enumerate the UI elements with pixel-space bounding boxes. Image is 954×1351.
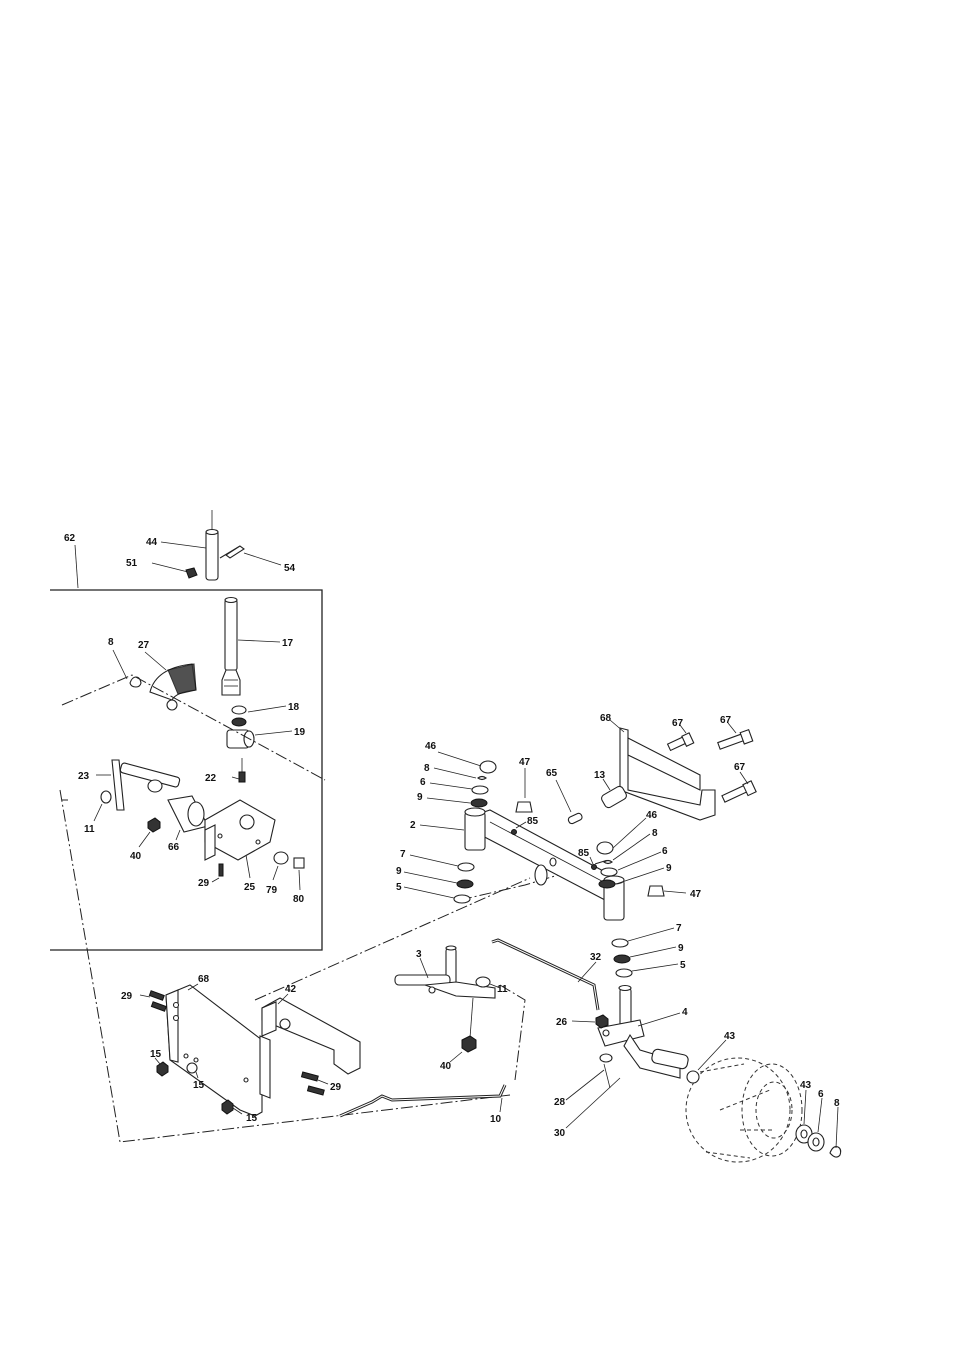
callout-46-right: 46: [646, 810, 658, 821]
callout-44: 44: [146, 537, 158, 548]
callout-80: 80: [293, 894, 305, 905]
callout-43-a: 43: [724, 1031, 736, 1042]
callout-3: 3: [416, 949, 422, 960]
callout-5-left: 5: [396, 882, 402, 893]
callout-67-b: 67: [720, 715, 732, 726]
callout-5-right: 5: [680, 960, 686, 971]
callout-7-right: 7: [676, 923, 682, 934]
callout-67-c: 67: [734, 762, 746, 773]
callout-46-left: 46: [425, 741, 437, 752]
callout-8-wheel: 8: [834, 1098, 840, 1109]
callout-25: 25: [244, 882, 256, 893]
callout-13: 13: [594, 770, 606, 781]
callout-66: 66: [168, 842, 180, 853]
left-king-pin-stack: [427, 752, 496, 807]
callout-29-inset: 29: [198, 878, 210, 889]
callout-43-b: 43: [800, 1080, 812, 1091]
spacer-and-pin: [556, 779, 628, 825]
callout-6-wheel: 6: [818, 1089, 824, 1100]
callout-17: 17: [282, 638, 294, 649]
callout-6-left: 6: [420, 777, 426, 788]
steering-shaft: [222, 598, 280, 696]
callout-27: 27: [138, 640, 150, 651]
callout-54: 54: [284, 563, 296, 574]
callout-9-right2: 9: [678, 943, 684, 954]
callout-11: 11: [497, 984, 508, 995]
bolt-67-c: [722, 772, 756, 802]
callout-10: 10: [490, 1114, 502, 1125]
callout-8-right: 8: [652, 828, 658, 839]
callout-40-inset: 40: [130, 851, 142, 862]
callout-67-a: 67: [672, 718, 684, 729]
callout-28: 28: [554, 1097, 566, 1108]
callout-9-left2: 9: [396, 866, 402, 877]
callout-23: 23: [78, 771, 90, 782]
tie-rod: [340, 1085, 505, 1116]
callout-30: 30: [554, 1128, 566, 1139]
sector-gear: [62, 650, 325, 780]
callout-85-b: 85: [578, 848, 590, 859]
right-washers: [612, 928, 678, 977]
callout-4: 4: [682, 1007, 688, 1018]
bracket-25-assembly: [205, 800, 304, 890]
callout-32: 32: [590, 952, 602, 963]
bolt-67-b: [718, 723, 753, 749]
callout-42: 42: [285, 984, 297, 995]
callout-11-inset: 11: [84, 824, 95, 835]
callout-79: 79: [266, 885, 278, 896]
callout-47-left: 47: [519, 757, 531, 768]
callout-51: 51: [126, 558, 138, 569]
bracket-68-left: [166, 984, 262, 1116]
callout-26: 26: [556, 1017, 568, 1028]
callout-68-right: 68: [600, 713, 612, 724]
callout-2: 2: [410, 820, 416, 831]
callout-85-a: 85: [527, 816, 539, 827]
spindle-right: [598, 986, 689, 1079]
callout-19: 19: [294, 727, 306, 738]
callout-40: 40: [440, 1061, 452, 1072]
left-washers: [404, 855, 474, 903]
fitting-47-right: [648, 886, 686, 896]
callout-62: 62: [64, 533, 76, 544]
fitting-47-left: [516, 768, 532, 812]
callout-29-a: 29: [121, 991, 133, 1002]
callout-18: 18: [288, 702, 300, 713]
callout-47-right: 47: [690, 889, 702, 900]
callout-68-left: 68: [198, 974, 210, 985]
front-wheel: [686, 1058, 802, 1162]
callout-9-right: 9: [666, 863, 672, 874]
callout-8-left: 8: [424, 763, 430, 774]
bracket-42: [260, 994, 360, 1098]
callout-6-right: 6: [662, 846, 668, 857]
callout-22: 22: [205, 773, 217, 784]
callout-8-inset: 8: [108, 637, 114, 648]
callout-15-c: 15: [246, 1113, 258, 1124]
inset-frame: [50, 545, 322, 950]
callout-15-b: 15: [193, 1080, 205, 1091]
callout-9-left: 9: [417, 792, 423, 803]
callout-15-a: 15: [150, 1049, 162, 1060]
steering-shaft-upper: [152, 510, 281, 580]
drag-link: [492, 940, 598, 1010]
callout-29-b: 29: [330, 1082, 342, 1093]
callout-65: 65: [546, 768, 558, 779]
callout-7-left: 7: [400, 849, 406, 860]
spindle-left: [395, 946, 495, 998]
